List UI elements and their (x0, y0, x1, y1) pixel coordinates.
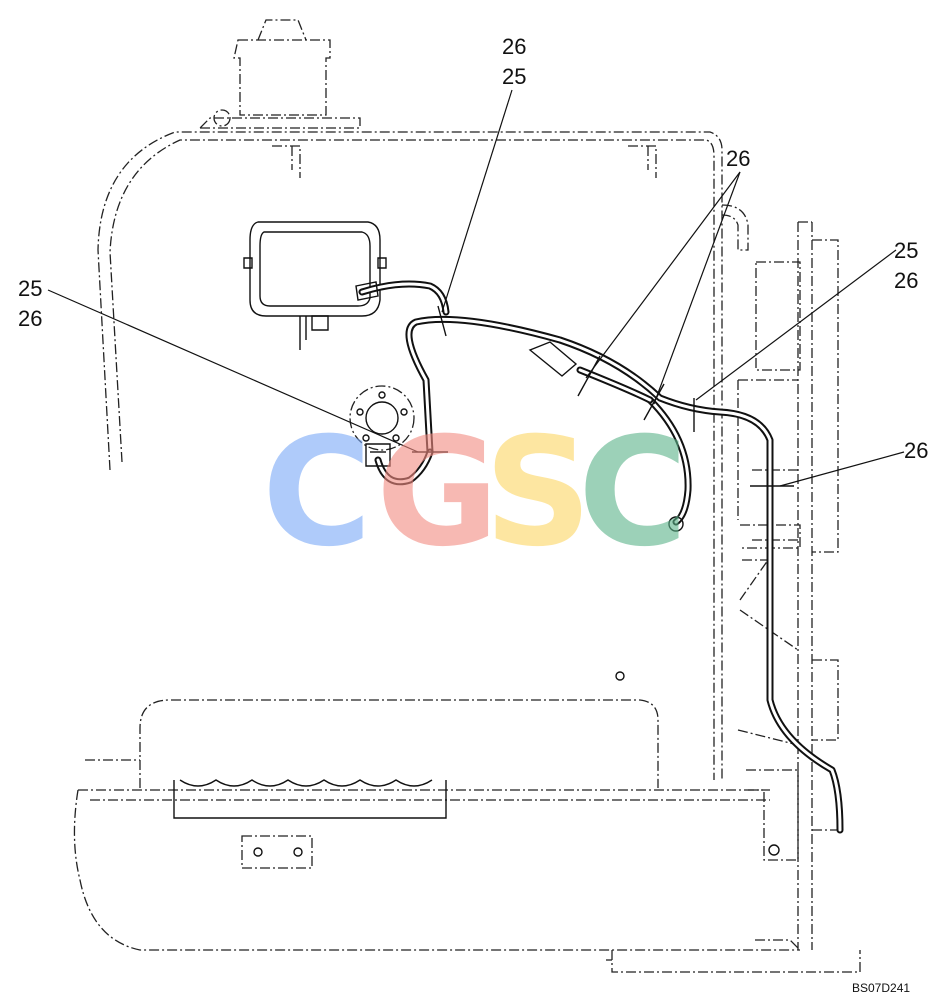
frame-structure (737, 221, 840, 950)
watermark: C G S C (262, 406, 688, 580)
figure-id: BS07D241 (852, 981, 910, 995)
callout-upper-right-26: 26 (726, 146, 750, 171)
fuel-sender (349, 385, 415, 451)
callouts: 26 25 25 26 26 25 26 26 (18, 34, 928, 463)
rear-light (243, 221, 387, 350)
callout-top-26: 26 (502, 34, 526, 59)
watermark-letter-1: C (262, 406, 372, 580)
watermark-letter-3: S (484, 406, 592, 580)
callout-top-25: 25 (502, 64, 526, 89)
callout-left-26: 26 (18, 306, 42, 331)
callout-right-26: 26 (894, 268, 918, 293)
callout-lower-right-26: 26 (904, 438, 928, 463)
wire-harness (355, 280, 844, 834)
wave-bracket (173, 779, 447, 819)
tank-outline (73, 19, 861, 973)
leader-lines (47, 89, 905, 487)
watermark-letter-4: C (578, 406, 688, 580)
callout-right-25: 25 (894, 238, 918, 263)
watermark-letter-2: G (376, 406, 499, 580)
callout-left-25: 25 (18, 276, 42, 301)
